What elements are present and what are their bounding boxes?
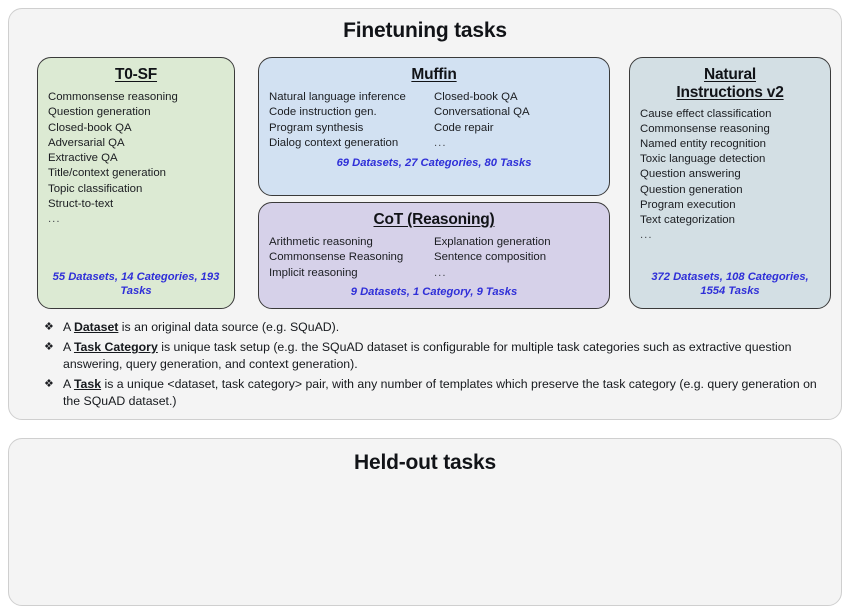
card-t0-sf-stat: 55 Datasets, 14 Categories, 193 Tasks (52, 271, 220, 297)
card-natural-instructions-v2: Natural Instructions v2 Cause effect cla… (629, 57, 831, 309)
list-item: Adversarial QA (48, 136, 125, 149)
card-ni-column-1: Cause effect classification Commonsense … (640, 107, 820, 244)
definition-text: A Dataset is an original data source (e.… (63, 319, 339, 336)
list-item: Explanation generation (434, 236, 551, 249)
list-item: Question answering (640, 168, 741, 181)
list-item: Program synthesis (269, 121, 364, 134)
definition-row-task-category: ❖ A Task Category is unique task setup (… (41, 339, 831, 373)
card-muffin-column-2: Closed-book QA Conversational QA Code re… (434, 90, 599, 151)
card-t0-sf: T0-SF Commonsense reasoning Question gen… (37, 57, 235, 309)
list-item-ellipsis: ... (48, 212, 61, 225)
list-item: Question generation (640, 183, 743, 196)
card-cot-reasoning-items: Arithmetic reasoning Commonsense Reasoni… (269, 235, 599, 281)
list-item: Cause effect classification (640, 107, 772, 120)
list-item: Topic classification (48, 182, 143, 195)
definition-suffix: is an original data source (e.g. SQuAD). (118, 320, 340, 334)
card-ni-title-line-2: Instructions v2 (676, 84, 784, 102)
list-item: Sentence composition (434, 251, 547, 264)
definition-prefix: A (63, 377, 74, 391)
definition-row-task: ❖ A Task is a unique <dataset, task cate… (41, 376, 831, 410)
card-ni-title-line-1: Natural (703, 66, 756, 83)
list-item: Program execution (640, 198, 736, 211)
card-muffin-items: Natural language inference Code instruct… (269, 90, 599, 151)
definition-prefix: A (63, 340, 74, 354)
diamond-bullet-icon: ❖ (44, 341, 54, 353)
list-item: Code repair (434, 121, 494, 134)
list-item: Natural language inference (269, 91, 406, 104)
card-cot-column-1: Arithmetic reasoning Commonsense Reasoni… (269, 235, 434, 281)
card-muffin-title: Muffin (411, 66, 457, 83)
card-natural-instructions-v2-title: Natural Instructions v2 (640, 66, 820, 103)
list-item: Struct-to-text (48, 197, 114, 210)
diamond-bullet-icon: ❖ (44, 378, 54, 390)
list-item: Commonsense reasoning (640, 122, 770, 135)
list-item: Code instruction gen. (269, 106, 377, 119)
finetuning-tasks-section: Finetuning tasks T0-SF Commonsense reaso… (8, 8, 842, 420)
definition-suffix: is unique task setup (e.g. the SQuAD dat… (63, 340, 792, 371)
list-item: Commonsense Reasoning (269, 251, 404, 264)
list-item: Conversational QA (434, 106, 530, 119)
card-cot-reasoning-stat: 9 Datasets, 1 Category, 9 Tasks (350, 285, 518, 298)
card-t0-sf-items: Commonsense reasoning Question generatio… (48, 90, 224, 227)
definitions-list: ❖ A Dataset is an original data source (… (41, 319, 831, 413)
list-item: Question generation (48, 106, 151, 119)
card-muffin-column-1: Natural language inference Code instruct… (269, 90, 434, 151)
definition-term: Dataset (73, 320, 119, 334)
definition-row-dataset: ❖ A Dataset is an original data source (… (41, 319, 831, 336)
list-item-ellipsis: ... (434, 136, 447, 149)
list-item: Text categorization (640, 213, 735, 226)
card-t0-sf-column-1: Commonsense reasoning Question generatio… (48, 90, 224, 227)
card-t0-sf-title: T0-SF (114, 66, 158, 83)
list-item-ellipsis: ... (640, 229, 653, 242)
definition-term: Task Category (73, 340, 158, 354)
definition-text: A Task Category is unique task setup (e.… (63, 339, 831, 373)
diamond-bullet-icon: ❖ (44, 321, 54, 333)
definition-prefix: A (63, 320, 74, 334)
card-cot-reasoning-title: CoT (Reasoning) (373, 211, 495, 228)
card-natural-instructions-v2-stat: 372 Datasets, 108 Categories, 1554 Tasks (651, 271, 809, 297)
list-item: Closed-book QA (434, 91, 518, 104)
list-item: Commonsense reasoning (48, 91, 178, 104)
list-item: Implicit reasoning (269, 266, 358, 279)
held-out-tasks-section: Held-out tasks MMLU Abstract algebra Col… (8, 438, 842, 606)
card-cot-reasoning: CoT (Reasoning) Arithmetic reasoning Com… (258, 202, 610, 309)
list-item: Dialog context generation (269, 136, 399, 149)
list-item: Arithmetic reasoning (269, 236, 373, 249)
list-item: Extractive QA (48, 152, 118, 165)
card-muffin: Muffin Natural language inference Code i… (258, 57, 610, 196)
list-item: Title/context generation (48, 167, 166, 180)
card-cot-column-2: Explanation generation Sentence composit… (434, 235, 599, 281)
finetuning-section-title: Finetuning tasks (343, 19, 507, 42)
card-muffin-stat: 69 Datasets, 27 Categories, 80 Tasks (336, 157, 532, 170)
list-item: Named entity recognition (640, 137, 766, 150)
definition-suffix: is a unique <dataset, task category> pai… (63, 377, 817, 408)
card-natural-instructions-v2-items: Cause effect classification Commonsense … (640, 107, 820, 244)
held-out-section-title: Held-out tasks (354, 451, 496, 474)
list-item: Toxic language detection (640, 153, 766, 166)
definition-text: A Task is a unique <dataset, task catego… (63, 376, 831, 410)
definition-term: Task (73, 377, 102, 391)
list-item: Closed-book QA (48, 121, 132, 134)
list-item-ellipsis: ... (434, 266, 447, 279)
